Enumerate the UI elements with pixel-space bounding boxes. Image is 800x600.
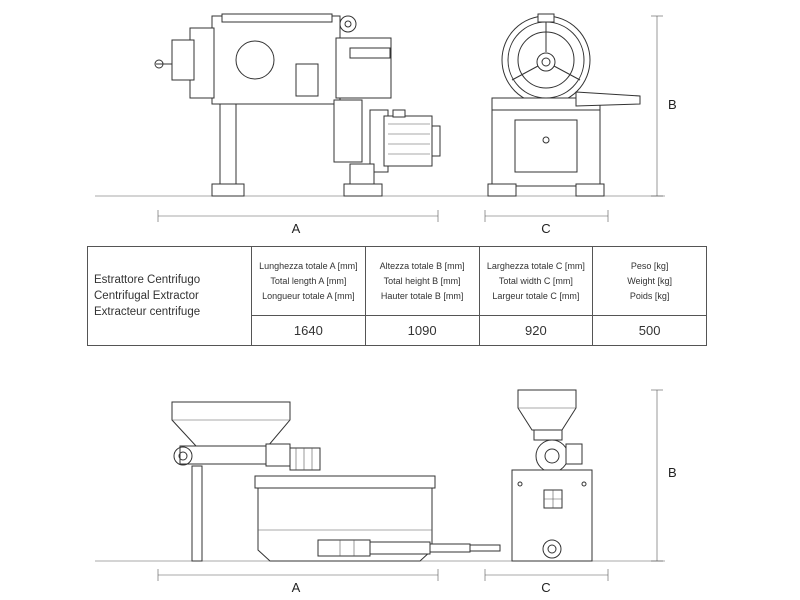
spec-value-length: 1640 <box>251 315 366 346</box>
spec-header-width: Larghezza totale C [mm] Total width C [m… <box>478 246 594 316</box>
spec-table: Estrattore Centrifugo Centrifugal Extrac… <box>87 246 707 346</box>
dimension-a-bottom <box>157 569 439 581</box>
dimension-b-top <box>651 15 663 197</box>
top-drawing: A C B <box>95 13 677 236</box>
spec-header-length: Lunghezza totale A [mm] Total length A [… <box>251 246 366 316</box>
dim-a-label: A <box>292 221 301 236</box>
dim-b-label: B <box>668 97 677 112</box>
spec-value-weight: 500 <box>592 315 707 346</box>
dimension-c-bottom <box>484 569 609 581</box>
dim-c-label-bottom: C <box>541 580 550 595</box>
dim-c-label: C <box>541 221 550 236</box>
side-view-machine <box>154 13 441 197</box>
product-name-cell: Estrattore Centrifugo Centrifugal Extrac… <box>87 246 252 346</box>
product-name-en: Centrifugal Extractor <box>94 290 199 302</box>
spec-value-width: 920 <box>478 315 594 346</box>
spec-header-weight: Peso [kg] Weight [kg] Poids [kg] <box>592 246 707 316</box>
front-view-machine <box>487 13 641 197</box>
dim-b-label-bottom: B <box>668 465 677 480</box>
spec-header-height: Altezza totale B [mm] Total height B [mm… <box>364 246 480 316</box>
dim-a-label-bottom: A <box>292 580 301 595</box>
dimension-b-bottom <box>651 389 663 562</box>
front-view-line <box>511 389 593 562</box>
product-name-it: Estrattore Centrifugo <box>94 274 201 286</box>
dimension-c-top <box>484 210 609 222</box>
product-name-fr: Extracteur centrifuge <box>94 306 201 318</box>
spec-value-height: 1090 <box>364 315 480 346</box>
dimension-a-top <box>157 210 439 222</box>
side-view-line <box>171 401 501 562</box>
